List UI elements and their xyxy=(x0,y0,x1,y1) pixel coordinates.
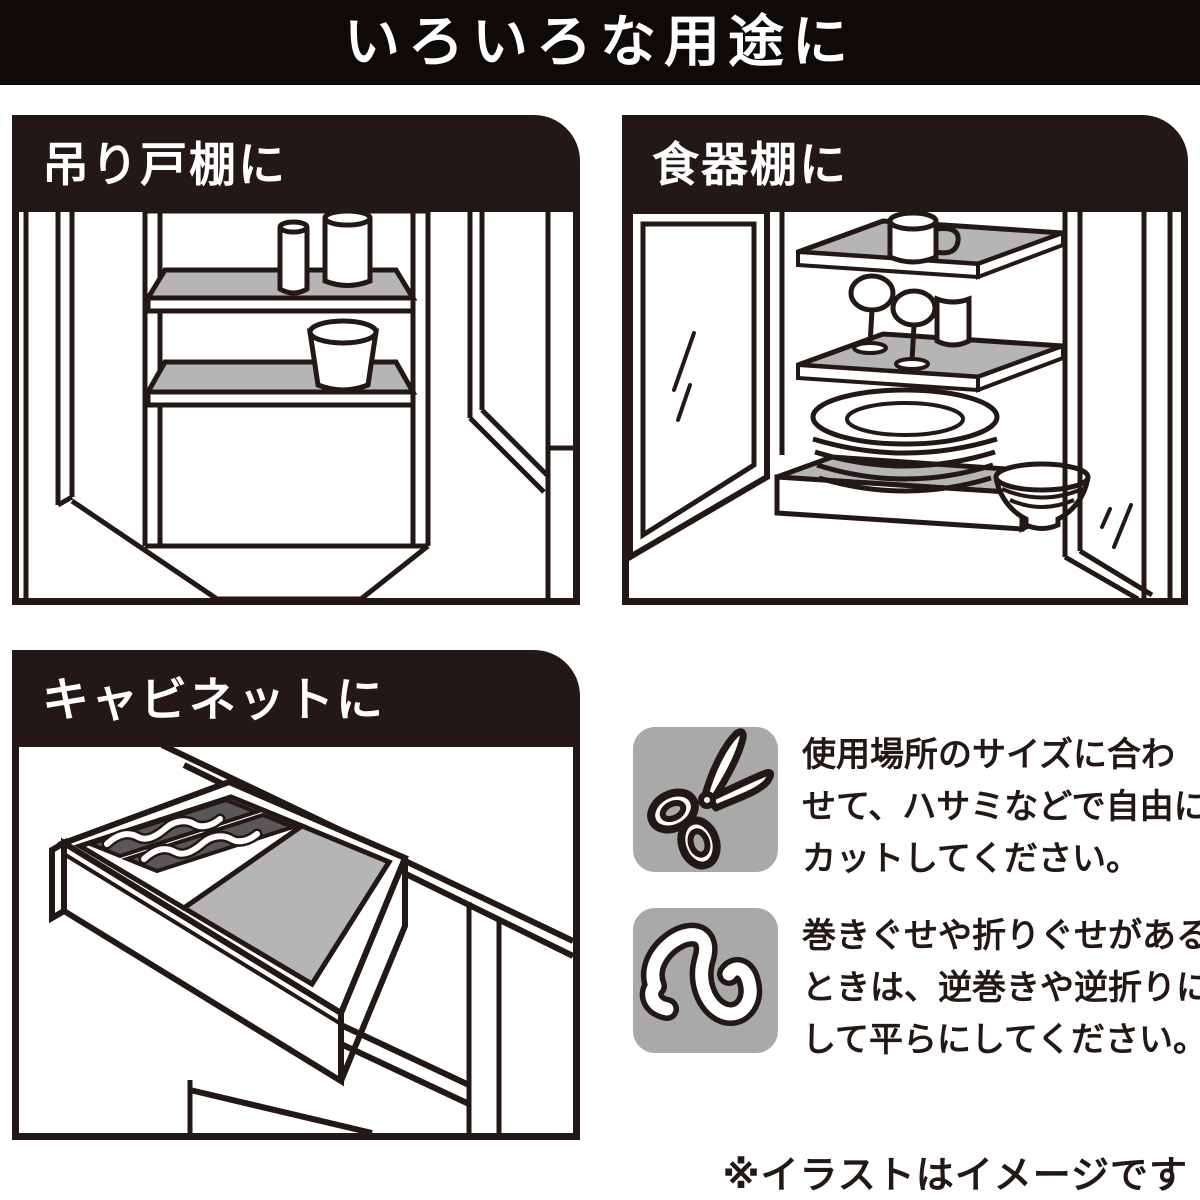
note-cutting-line1: 使用場所のサイズに合わ xyxy=(802,735,1175,775)
panel-hanging-cupboard-label: 吊り戸棚に xyxy=(42,137,287,193)
scissors-icon xyxy=(633,727,778,885)
panel-hanging-cupboard: 吊り戸棚に xyxy=(12,115,580,605)
note-flatten-line3: して平らにしてください。 xyxy=(802,1020,1200,1060)
note-cutting-line3: カットしてください。 xyxy=(802,839,1140,879)
panel-dish-cabinet: 食器棚に xyxy=(622,115,1188,605)
dish-cabinet-illustration xyxy=(622,205,1188,605)
curled-sheet-icon xyxy=(633,908,778,1066)
footer-note: ※イラストはイメージです xyxy=(722,1153,1188,1197)
hanging-cupboard-illustration xyxy=(12,205,580,605)
panel-dish-cabinet-header: 食器棚に xyxy=(622,115,1188,205)
panel-hanging-cupboard-header: 吊り戸棚に xyxy=(12,115,580,205)
page-title: いろいろな用途に xyxy=(344,10,856,75)
note-flatten-line2: ときは、逆巻きや逆折りに xyxy=(802,968,1200,1008)
note-cutting-line2: せて、ハサミなどで自由に xyxy=(802,787,1200,827)
panel-cabinet-header: キャビネットに xyxy=(12,650,580,740)
cabinet-drawer-illustration xyxy=(12,740,580,1140)
panel-cabinet-label: キャビネットに xyxy=(42,672,385,728)
note-cutting-text: 使用場所のサイズに合わ せて、ハサミなどで自由に カットしてください。 xyxy=(802,727,1200,885)
note-flatten: 巻きぐせや折りぐせがある ときは、逆巻きや逆折りに して平らにしてください。 xyxy=(633,908,1200,1066)
note-flatten-text: 巻きぐせや折りぐせがある ときは、逆巻きや逆折りに して平らにしてください。 xyxy=(802,908,1200,1066)
page-title-banner: いろいろな用途に xyxy=(0,0,1200,85)
panel-dish-cabinet-label: 食器棚に xyxy=(652,137,848,193)
note-flatten-line1: 巻きぐせや折りぐせがある xyxy=(802,916,1200,956)
panel-cabinet: キャビネットに xyxy=(12,650,580,1140)
note-cutting: 使用場所のサイズに合わ せて、ハサミなどで自由に カットしてください。 xyxy=(633,727,1200,885)
